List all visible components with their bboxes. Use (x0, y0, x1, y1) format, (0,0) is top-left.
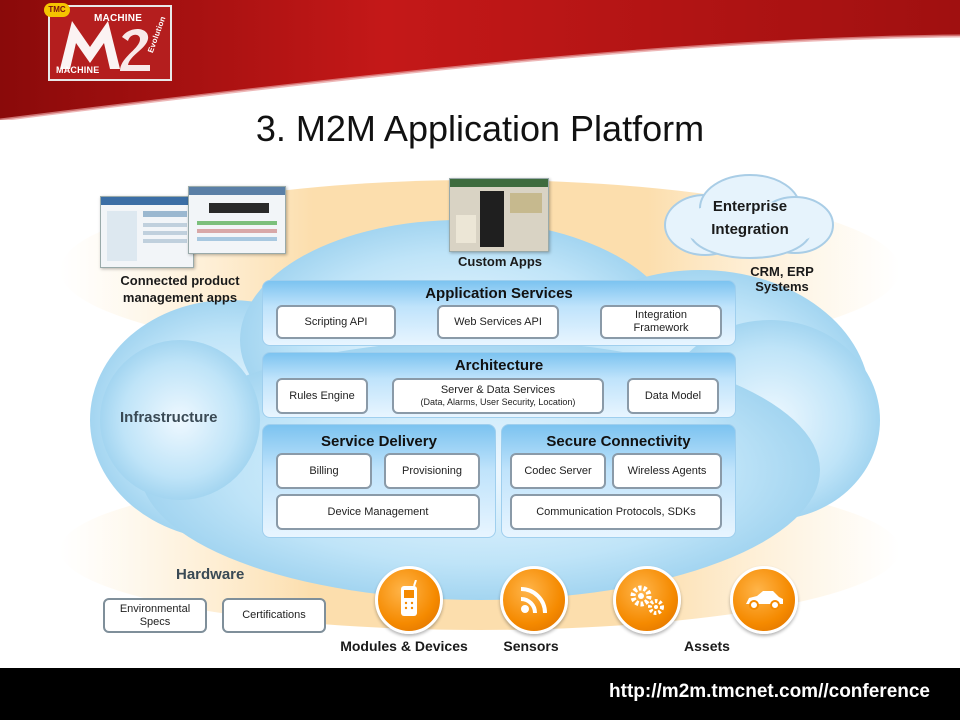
gears-glyph (630, 585, 664, 615)
infrastructure-label: Infrastructure (120, 409, 218, 426)
logo-word-top: MACHINE (94, 13, 143, 24)
car-glyph (746, 591, 783, 610)
integration-framework-text: Integration Framework (633, 309, 689, 334)
integration-framework-box: Integration Framework (600, 305, 722, 339)
car-icon (730, 566, 798, 634)
secure-connectivity-title: Secure Connectivity (546, 433, 691, 450)
hardware-label: Hardware (176, 566, 245, 583)
product-app-screenshot-1 (100, 196, 194, 268)
gears-icon (613, 566, 681, 634)
slide-title: 3. M2M Application Platform (255, 108, 705, 149)
billing-box: Billing (276, 453, 372, 489)
environmental-specs-box: Environmental Specs (103, 598, 207, 633)
phone-icon (375, 566, 443, 634)
wifi-signal-icon (500, 566, 568, 634)
rules-engine-box: Rules Engine (276, 378, 368, 414)
logo-word-bottom: MACHINE (56, 65, 100, 75)
certifications-box: Certifications (222, 598, 326, 633)
server-data-services-box: Server & Data Services (Data, Alarms, Us… (392, 378, 604, 414)
communication-protocols-box: Communication Protocols, SDKs (510, 494, 722, 530)
wireless-agents-box: Wireless Agents (612, 453, 722, 489)
connected-product-label: Connected product management apps (120, 273, 240, 305)
environmental-specs-text: Environmental Specs (119, 602, 191, 628)
server-data-services-subtext: (Data, Alarms, User Security, Location) (420, 397, 576, 407)
custom-apps-label: Custom Apps (457, 254, 543, 269)
footer-bar (0, 668, 960, 720)
modules-devices-label: Modules & Devices (340, 638, 468, 654)
data-model-box: Data Model (627, 378, 719, 414)
phone-glyph (401, 580, 417, 616)
enterprise-cloud (664, 174, 834, 259)
service-delivery-title: Service Delivery (321, 433, 437, 450)
sensors-label: Sensors (503, 638, 559, 654)
header-band (0, 0, 960, 120)
custom-app-screenshot (449, 178, 549, 252)
provisioning-box: Provisioning (384, 453, 480, 489)
scripting-api-box: Scripting API (276, 305, 396, 339)
application-services-title: Application Services (425, 285, 573, 302)
tmc-badge: TMC (44, 3, 70, 17)
architecture-title: Architecture (454, 357, 544, 374)
assets-label: Assets (684, 638, 730, 654)
wifi-glyph (520, 587, 547, 614)
product-app-screenshot-2 (188, 186, 286, 254)
codec-server-box: Codec Server (510, 453, 606, 489)
m2m-logo-graphic (60, 21, 150, 71)
web-services-api-box: Web Services API (437, 305, 559, 339)
server-data-services-text: Server & Data Services (440, 384, 556, 396)
enterprise-integration-label: Enterprise Integration (711, 198, 789, 238)
device-management-box: Device Management (276, 494, 480, 530)
crm-erp-label: CRM, ERP Systems (750, 264, 814, 294)
footer-url[interactable]: http://m2m.tmcnet.com//conference (609, 681, 930, 702)
m2m-logo: TMC MACHINE MACHINE Evolution (44, 3, 172, 81)
